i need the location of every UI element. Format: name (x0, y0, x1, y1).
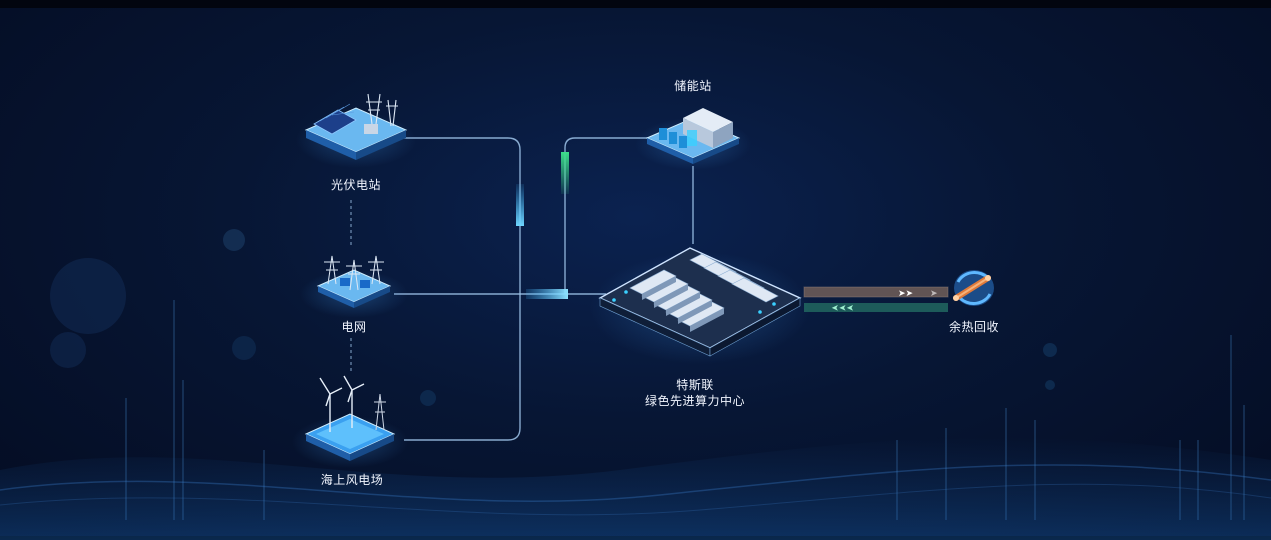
label-offshore-wind: 海上风电场 (320, 473, 384, 487)
flow-segment-cyan-horizontal (526, 289, 568, 299)
svg-text:➤➤➤: ➤➤➤ (831, 302, 854, 312)
flow-segment-cyan-vertical (516, 184, 524, 226)
top-letterbox-bar (0, 0, 1271, 8)
connection-lines (350, 137, 694, 441)
solar-panel-substation-icon[interactable] (296, 93, 416, 168)
line-pv-to-bus (404, 137, 521, 441)
server-rack-campus-icon[interactable] (590, 247, 810, 364)
svg-text:➤: ➤ (930, 289, 938, 299)
background-bokeh (50, 229, 1057, 406)
power-pylon-icon[interactable] (300, 255, 408, 318)
label-datacenter-brand: 特斯联 (676, 378, 714, 392)
flow-highlights (516, 152, 569, 299)
label-grid: 电网 (341, 320, 367, 334)
label-storage-station: 储能站 (674, 79, 712, 93)
battery-storage-icon[interactable] (635, 108, 751, 170)
heat-flow-arrows: ➤➤ ➤ ➤➤➤ (803, 286, 949, 312)
background-wave (0, 437, 1271, 540)
wind-turbine-icon[interactable] (292, 375, 408, 468)
label-datacenter-name: 绿色先进算力中心 (644, 394, 746, 408)
line-storage-branch (564, 137, 648, 294)
label-heat-recovery: 余热回收 (948, 320, 1000, 334)
heat-exchanger-pipe-icon[interactable] (953, 270, 994, 306)
flow-segment-green-vertical (561, 152, 569, 194)
svg-text:➤➤: ➤➤ (898, 289, 914, 299)
label-pv-station: 光伏电站 (330, 178, 382, 192)
